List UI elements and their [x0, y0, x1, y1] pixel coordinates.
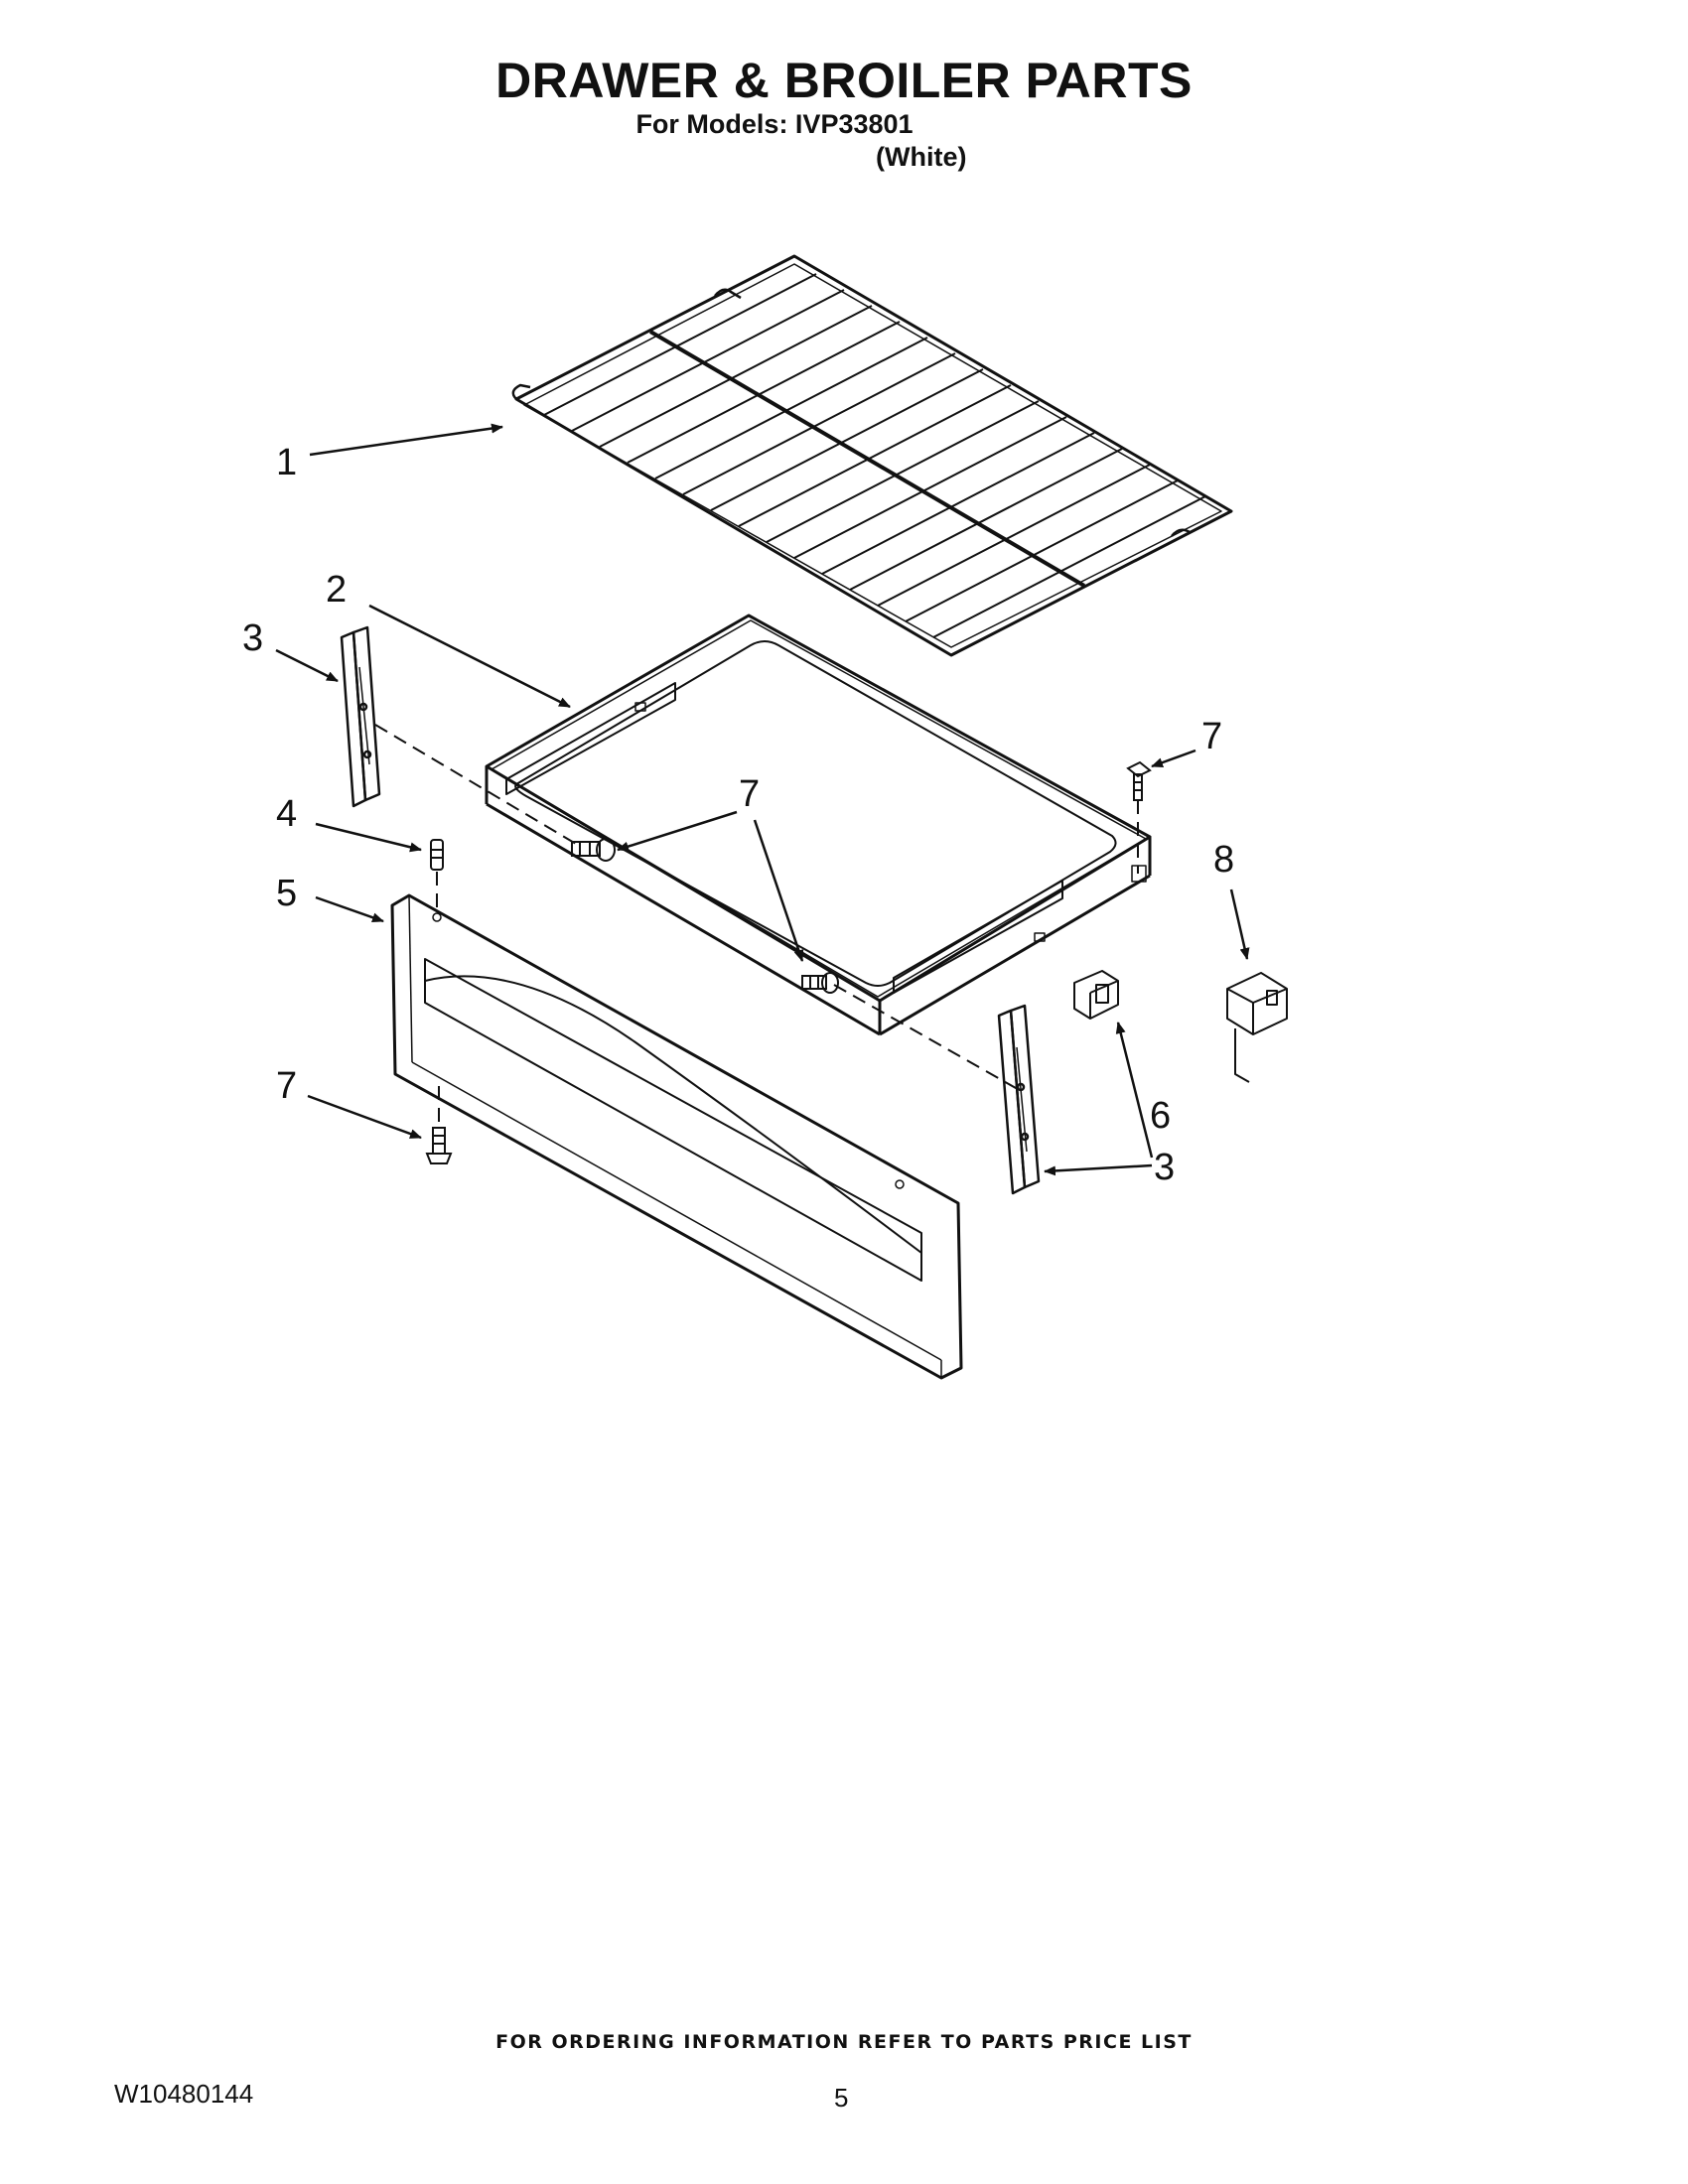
- oven-rack: [511, 254, 1233, 657]
- callout-8: 8: [1213, 839, 1234, 881]
- callout-7: 7: [276, 1065, 297, 1107]
- color-line: (White): [876, 142, 967, 172]
- callout-5: 5: [276, 873, 297, 914]
- drawer-slide-left: [340, 625, 381, 808]
- page-title: DRAWER & BROILER PARTS: [495, 53, 1193, 108]
- callout-3: 3: [242, 617, 263, 659]
- drawer-slide-right: [997, 1004, 1041, 1195]
- broiler-drawer: [485, 614, 1152, 1036]
- callout-arrows: [275, 423, 1250, 1176]
- screw-part: [571, 838, 616, 862]
- page-number: 5: [834, 2083, 849, 2113]
- callout-1: 1: [276, 442, 297, 483]
- screw-part: [801, 972, 839, 994]
- clip-part: [1073, 970, 1119, 1020]
- callout-7: 7: [739, 773, 760, 815]
- screw-part: [1126, 760, 1152, 801]
- screw-part: [425, 1127, 453, 1164]
- stud-part: [430, 839, 444, 871]
- document-number: W10480144: [114, 2079, 254, 2109]
- callout-2: 2: [326, 569, 347, 611]
- callout-7: 7: [1201, 716, 1222, 757]
- drawer-front-panel: [390, 893, 963, 1380]
- ordering-note: FOR ORDERING INFORMATION REFER TO PARTS …: [495, 2031, 1193, 2053]
- callout-6: 6: [1150, 1095, 1171, 1137]
- models-line: For Models: IVP33801: [635, 109, 914, 139]
- callout-3: 3: [1154, 1147, 1175, 1188]
- assembly-lines: [374, 724, 1139, 1126]
- bracket-part: [1226, 972, 1288, 1083]
- callout-4: 4: [276, 793, 297, 835]
